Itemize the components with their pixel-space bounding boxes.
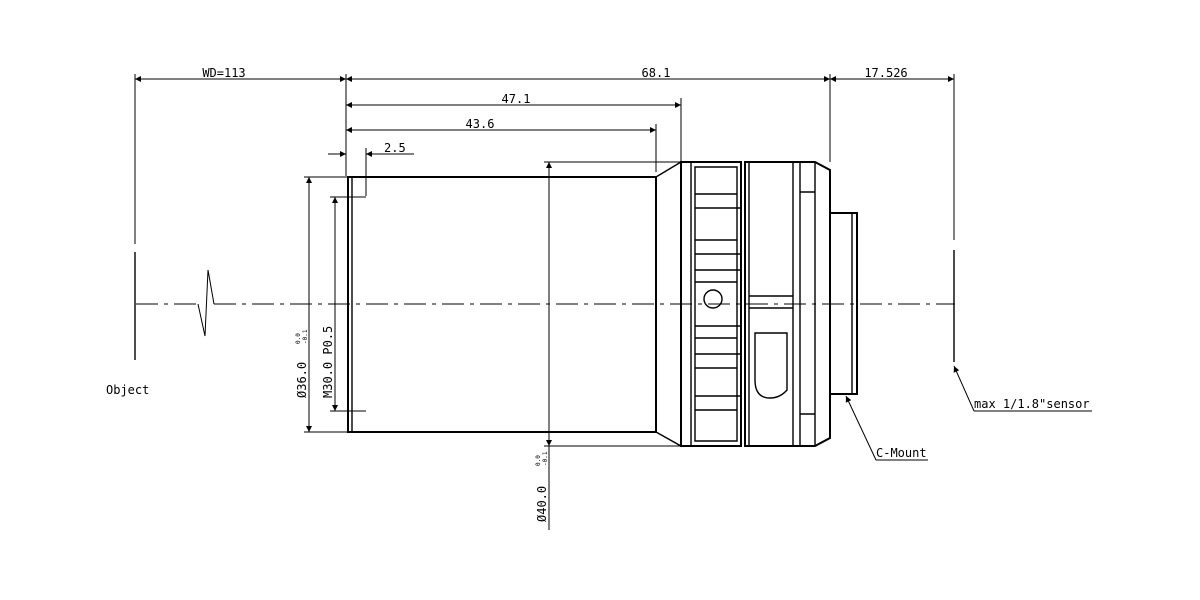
index-window [754, 332, 788, 399]
knurling [695, 193, 741, 411]
sensor-label: max 1/1.8"sensor [974, 397, 1090, 411]
front-diameter-dimension: Ø36.0 [295, 362, 309, 398]
dimension-text: WD=113 68.1 17.526 47.1 43.6 2.5 Ø36.0 0… [202, 66, 907, 522]
dimension-lines [135, 76, 954, 530]
lens-body [347, 160, 858, 448]
filter-thread-dimension: M30.0 P0.5 [321, 326, 335, 398]
optical-axis [136, 269, 955, 337]
object-label: Object [106, 383, 149, 397]
callouts: Object max 1/1.8"sensor C-Mount [106, 365, 1092, 461]
front-tolerance-upper: 0.0 [295, 333, 302, 344]
wd-dimension: WD=113 [202, 66, 245, 80]
body-tolerance-lower: -0.1 [542, 451, 549, 466]
back-focus-dimension: 17.526 [864, 66, 907, 80]
c-mount-label: C-Mount [876, 446, 927, 460]
front-tolerance-lower: -0.1 [302, 329, 309, 344]
step-dimension: 2.5 [384, 141, 406, 155]
length-43-dimension: 43.6 [466, 117, 495, 131]
length-47-dimension: 47.1 [502, 92, 531, 106]
body-diameter-dimension: Ø40.0 [535, 486, 549, 522]
locking-screw-icon [703, 289, 723, 309]
overall-length-dimension: 68.1 [642, 66, 671, 80]
body-tolerance-upper: 0.0 [535, 455, 542, 466]
